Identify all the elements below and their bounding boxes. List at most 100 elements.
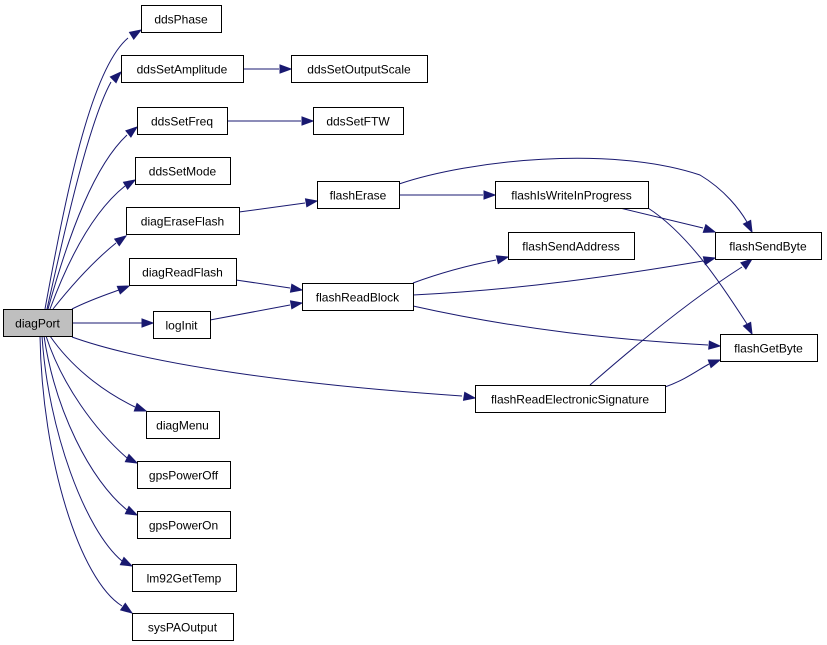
node-lm92GetTemp[interactable]: lm92GetTemp — [132, 564, 237, 592]
node-ddsSetFTW[interactable]: ddsSetFTW — [313, 107, 404, 135]
edge-line — [49, 185, 126, 310]
node-box — [126, 207, 240, 235]
edge-line — [52, 242, 117, 310]
node-label: flashSendAddress — [522, 240, 619, 254]
node-label: gpsPowerOff — [149, 469, 219, 483]
arrow-head-icon — [122, 179, 137, 190]
arrow-head-icon — [707, 359, 722, 369]
edge-line — [647, 207, 748, 325]
arrow-head-icon — [708, 340, 722, 350]
node-diagEraseFlash[interactable]: diagEraseFlash — [126, 207, 240, 235]
node-label: sysPAOutput — [148, 621, 218, 635]
arrow-head-icon — [702, 223, 717, 233]
node-gpsPowerOff[interactable]: gpsPowerOff — [137, 461, 231, 489]
edge-line — [44, 37, 129, 310]
node-box — [508, 232, 635, 260]
edge-flashReadElectronicSignature-to-flashGetByte — [664, 359, 722, 388]
node-label: flashErase — [330, 189, 387, 203]
node-box — [3, 309, 73, 337]
node-ddsPhase[interactable]: ddsPhase — [141, 5, 222, 33]
arrow-head-icon — [279, 64, 293, 74]
node-box — [132, 564, 237, 592]
node-ddsSetMode[interactable]: ddsSetMode — [135, 157, 231, 185]
node-diagPort[interactable]: diagPort — [3, 309, 73, 337]
edge-flashReadElectronicSignature-to-flashSendByte — [589, 258, 754, 386]
edge-diagPort-to-flashReadElectronicSignature — [71, 336, 477, 401]
arrow-head-icon — [462, 391, 477, 401]
edge-line — [235, 279, 291, 289]
edge-diagPort-to-lm92GetTemp — [41, 335, 134, 567]
arrow-head-icon — [742, 219, 753, 234]
edge-diagPort-to-ddsSetMode — [49, 179, 137, 310]
edge-diagPort-to-ddsSetFreq — [47, 126, 139, 310]
edge-line — [589, 266, 743, 386]
node-ddsSetOutputScale[interactable]: ddsSetOutputScale — [291, 55, 428, 83]
node-label: flashReadElectronicSignature — [491, 393, 649, 407]
arrow-head-icon — [113, 235, 128, 247]
node-flashReadBlock[interactable]: flashReadBlock — [302, 283, 414, 311]
arrow-head-icon — [289, 283, 304, 293]
node-logInit[interactable]: logInit — [153, 311, 211, 339]
node-box — [715, 232, 822, 260]
node-label: lm92GetTemp — [147, 572, 222, 586]
node-flashReadElectronicSignature[interactable]: flashReadElectronicSignature — [475, 385, 666, 413]
node-box — [720, 334, 818, 362]
node-label: ddsPhase — [154, 13, 208, 27]
edge-line — [47, 134, 128, 310]
node-label: flashGetByte — [734, 342, 803, 356]
edge-line — [209, 304, 291, 321]
node-label: ddsSetFreq — [151, 115, 213, 129]
node-label: ddsSetMode — [149, 165, 217, 179]
edge-line — [41, 335, 123, 562]
edge-flashReadBlock-to-flashSendAddress — [412, 255, 510, 284]
edge-diagReadFlash-to-flashReadBlock — [235, 279, 304, 293]
node-box — [141, 5, 222, 33]
arrow-head-icon — [133, 402, 148, 412]
edge-diagPort-to-logInit — [72, 318, 155, 328]
node-diagReadFlash[interactable]: diagReadFlash — [129, 258, 237, 286]
edge-line — [238, 202, 306, 213]
edge-line — [49, 335, 136, 408]
arrow-head-icon — [124, 453, 139, 464]
edge-ddsSetAmplitude-to-ddsSetOutputScale — [243, 64, 293, 74]
node-flashGetByte[interactable]: flashGetByte — [720, 334, 818, 362]
node-label: diagPort — [15, 317, 60, 331]
edge-diagPort-to-sysPAOutput — [39, 335, 134, 614]
node-box — [137, 461, 231, 489]
node-box — [129, 258, 237, 286]
edge-line — [71, 336, 463, 397]
node-flashIsWriteInProgress[interactable]: flashIsWriteInProgress — [495, 181, 649, 209]
edge-diagPort-to-diagReadFlash — [71, 285, 131, 310]
node-ddsSetAmplitude[interactable]: ddsSetAmplitude — [121, 55, 244, 83]
node-box — [137, 107, 228, 135]
arrow-head-icon — [740, 258, 754, 270]
node-box — [475, 385, 666, 413]
node-label: ddsSetAmplitude — [137, 63, 228, 77]
arrow-head-icon — [116, 285, 131, 295]
node-sysPAOutput[interactable]: sysPAOutput — [132, 613, 234, 641]
arrow-head-icon — [289, 300, 304, 310]
edge-diagEraseFlash-to-flashErase — [238, 198, 319, 213]
node-diagMenu[interactable]: diagMenu — [146, 411, 220, 439]
node-label: flashIsWriteInProgress — [511, 189, 632, 203]
arrow-head-icon — [495, 255, 510, 265]
node-label: logInit — [165, 319, 198, 333]
edge-ddsSetFreq-to-ddsSetFTW — [227, 116, 315, 126]
node-label: gpsPowerOn — [149, 519, 218, 533]
edge-line — [39, 335, 123, 607]
edge-diagPort-to-ddsPhase — [44, 29, 143, 310]
edge-diagPort-to-diagEraseFlash — [52, 235, 128, 310]
node-box — [146, 411, 220, 439]
node-ddsSetFreq[interactable]: ddsSetFreq — [137, 107, 228, 135]
node-gpsPowerOn[interactable]: gpsPowerOn — [137, 511, 231, 539]
node-flashSendAddress[interactable]: flashSendAddress — [508, 232, 635, 260]
node-flashErase[interactable]: flashErase — [317, 181, 400, 209]
edge-diagPort-to-gpsPowerOff — [45, 335, 139, 464]
arrow-head-icon — [301, 116, 315, 126]
edge-flashErase-to-flashIsWriteInProgress — [399, 190, 497, 200]
node-flashSendByte[interactable]: flashSendByte — [715, 232, 822, 260]
node-label: ddsSetOutputScale — [307, 63, 411, 77]
edge-flashReadBlock-to-flashGetByte — [412, 305, 722, 350]
arrow-head-icon — [125, 126, 139, 138]
